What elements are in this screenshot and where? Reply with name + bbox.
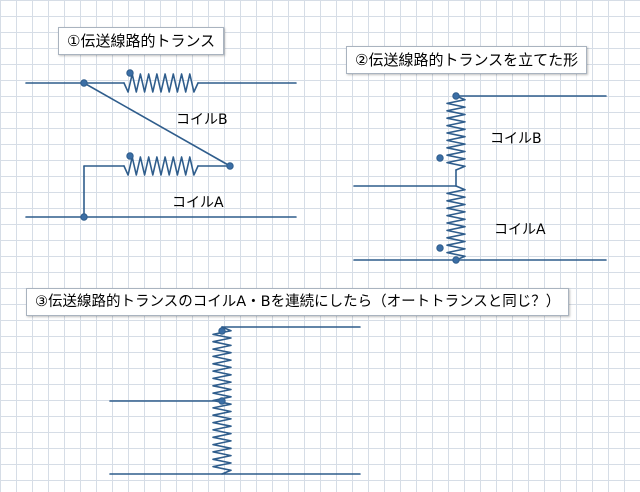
d3-dot-top	[218, 327, 226, 335]
d1-dot-top-left	[80, 79, 88, 87]
d2-dot-coil-b	[436, 154, 444, 162]
d1-cross-wire	[83, 82, 231, 167]
d1-dot-bottom	[80, 213, 88, 221]
caption-section-1: ①伝送線路的トランス	[58, 27, 225, 55]
d1-dot-cross-end	[226, 162, 234, 170]
d2-coil-b	[446, 95, 466, 171]
d2-dot-top	[452, 92, 460, 100]
caption-section-3: ③伝送線路的トランスのコイルA・Bを連続にしたら（オートトランスと同じ？）	[26, 288, 570, 316]
d3-coil	[212, 326, 232, 475]
d1-coil-a	[123, 156, 199, 176]
d1-dot-coil-b	[126, 69, 134, 77]
d1-dot-coil-a	[126, 152, 134, 160]
d2-label-coil-a: コイルA	[494, 222, 546, 238]
d2-coil-a	[446, 185, 466, 261]
d2-dot-bottom	[452, 256, 460, 264]
caption-section-2: ②伝送線路的トランスを立てた形	[346, 46, 588, 74]
d1-label-coil-b: コイルB	[176, 112, 228, 128]
d1-coil-b	[123, 73, 199, 93]
d2-dot-coil-a	[436, 244, 444, 252]
d1-label-coil-a: コイルA	[172, 195, 224, 211]
d2-label-coil-b: コイルB	[490, 131, 542, 147]
d3-dot-mid	[218, 397, 226, 405]
